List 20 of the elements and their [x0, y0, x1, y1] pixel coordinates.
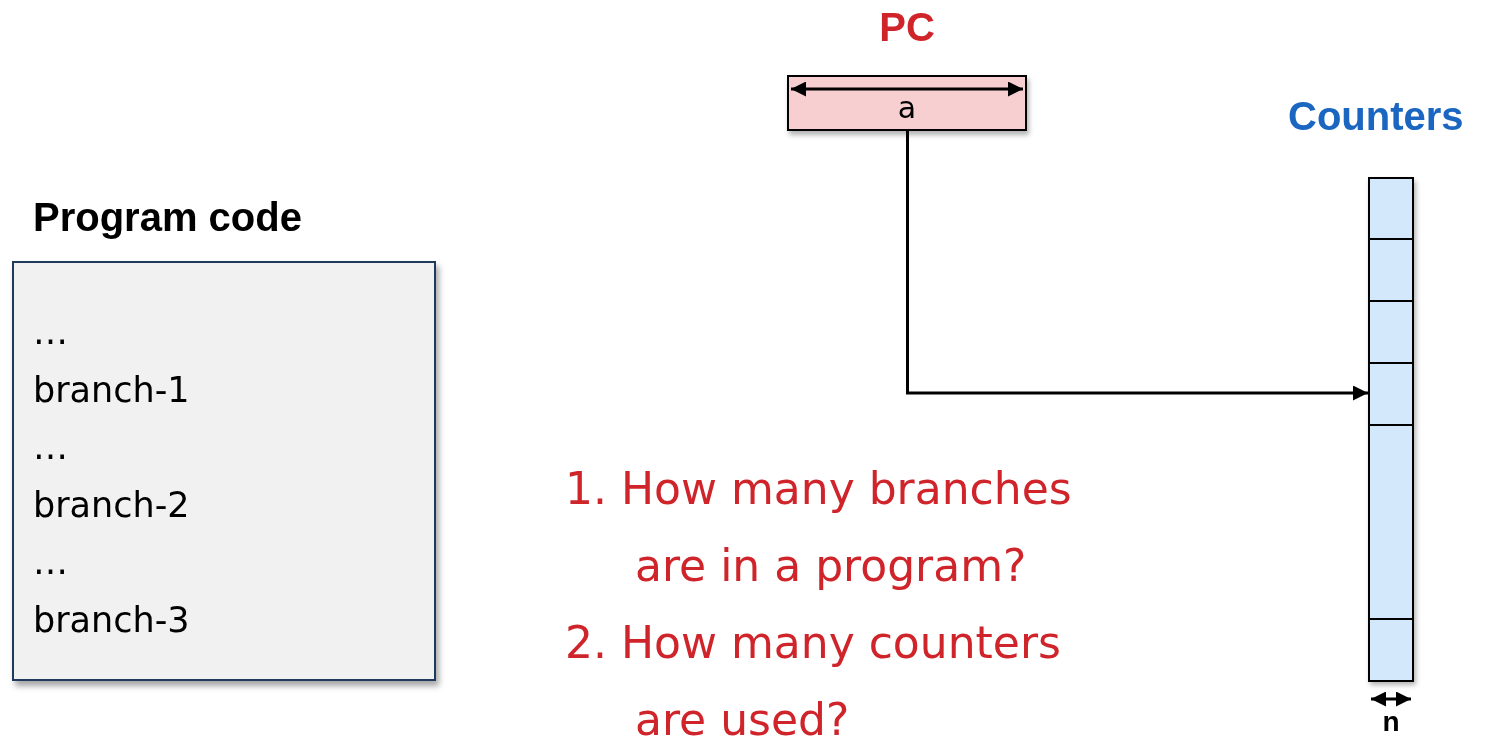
width-label: a [896, 91, 918, 125]
code-line: branch-2 [33, 483, 190, 526]
question-text: 1. How many branches are in a program? [565, 462, 1073, 593]
heading: Counters [1288, 94, 1464, 139]
code-line: … [33, 311, 68, 353]
counter-cell [1368, 177, 1414, 240]
counter-cell [1368, 300, 1414, 364]
counter-cell [1368, 362, 1414, 426]
heading: Program code [33, 195, 302, 240]
arrow [906, 131, 1368, 401]
code-line: branch-3 [33, 598, 190, 641]
width-label: n [1381, 706, 1401, 738]
counter-cell [1368, 618, 1414, 682]
counter-cell [1368, 424, 1414, 620]
code-line: … [33, 426, 68, 468]
code-line: … [33, 541, 68, 583]
question-text: 2. How many counters are used? [565, 616, 1062, 740]
heading: PC [878, 5, 936, 50]
code-line: branch-1 [33, 368, 190, 411]
counter-cell [1368, 238, 1414, 302]
